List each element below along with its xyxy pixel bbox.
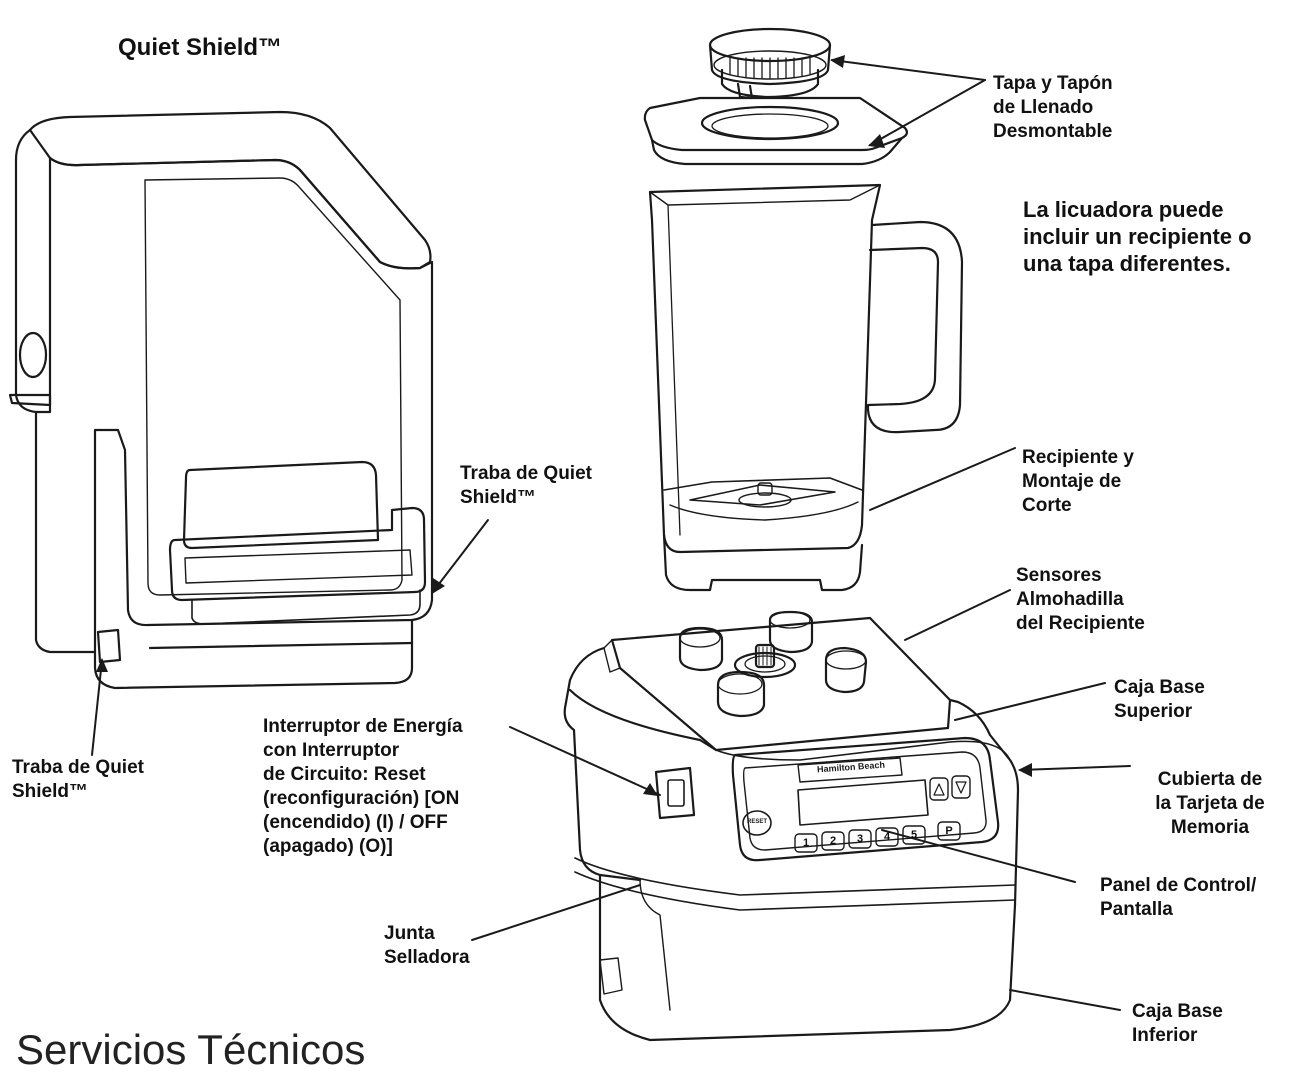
label-lid-and-filler-cap: Tapa y Tapón de Llenado Desmontable (993, 73, 1113, 142)
label-memory-card-cover: Cubierta de la Tarjeta de Memoria (1155, 769, 1265, 838)
program-button-2[interactable]: 2 (829, 835, 837, 847)
reset-button[interactable]: RESET (746, 819, 767, 825)
quiet-shield-title: Quiet Shield™ (118, 34, 283, 61)
quiet-shield-enclosure (8, 110, 434, 690)
program-button-3[interactable]: 3 (856, 833, 864, 845)
container (648, 183, 964, 592)
footer-section-title: Servicios Técnicos (16, 1026, 366, 1073)
leader-lines (91, 59, 1131, 1011)
filler-cap (708, 27, 832, 100)
label-container-and-cutting-assembly: Recipiente y Montaje de Corte (1022, 447, 1134, 516)
label-container-pad-sensors: Sensores Almohadilla del Recipiente (1016, 565, 1145, 634)
container-variation-note: La licuadora puede incluir un recipiente… (1023, 197, 1252, 276)
lid (643, 96, 909, 166)
program-button-5[interactable]: 5 (910, 829, 918, 841)
program-button-4[interactable]: 4 (883, 831, 891, 843)
program-button-p[interactable]: P (945, 825, 953, 837)
label-shield-latch-right: Traba de Quiet Shield™ (460, 463, 592, 508)
motor-base (563, 610, 1020, 1042)
label-control-panel-display: Panel de Control/ Pantalla (1100, 875, 1257, 920)
label-power-switch: Interruptor de Energía con Interruptor d… (263, 716, 463, 857)
label-upper-base-housing: Caja Base Superior (1114, 677, 1205, 722)
label-lower-base-housing: Caja Base Inferior (1132, 1001, 1223, 1046)
label-shield-latch-left: Traba de Quiet Shield™ (12, 757, 144, 802)
leader-arrowheads (96, 55, 1032, 796)
label-gasket: Junta Selladora (384, 923, 470, 968)
program-button-1[interactable]: 1 (802, 837, 810, 849)
